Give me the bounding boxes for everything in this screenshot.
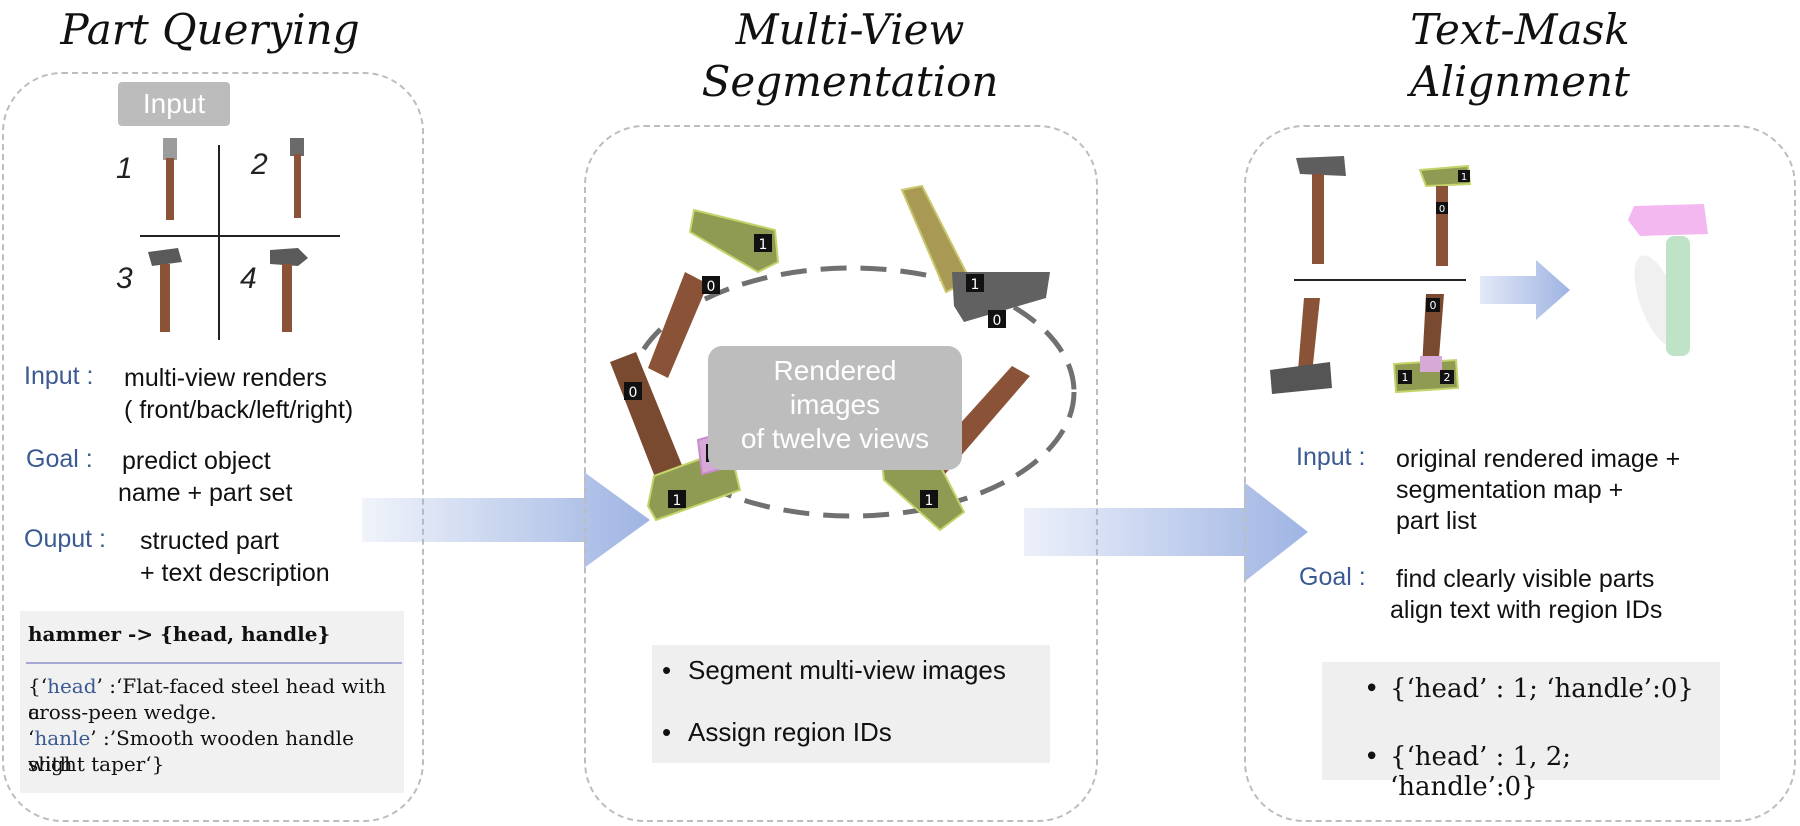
goal-label: Goal : [26, 445, 93, 473]
goal-value-line-1: predict object [122, 447, 271, 475]
part-querying-title: Part Querying [60, 5, 360, 54]
view-number-1: 1 [116, 152, 133, 185]
json-handle-line: ‘hanle’ :’Smooth wooden handle with [28, 726, 354, 776]
text-mask-panel [1244, 125, 1796, 822]
region-id-label: 1 [1461, 172, 1467, 183]
part-querying-panel [2, 72, 424, 822]
multi-view-title-line-1: Multi-View [735, 5, 965, 54]
text-mask-title-line-1: Text-Mask [1410, 5, 1630, 54]
json-output-box: hammer -> {head, handle} {‘head’ :‘Flat-… [20, 611, 404, 793]
multi-view-title-line-2: Segmentation [701, 57, 999, 106]
view-number-3: 3 [116, 262, 133, 295]
view-number-2: 2 [251, 148, 268, 181]
arrow-right-icon [1024, 482, 1308, 582]
region-id-label: 1 [971, 277, 980, 293]
input-value-line-2: ( front/back/left/right) [124, 396, 354, 424]
alignment-results-box: {‘head’ : 1; ‘handle’:0} {‘head’ : 1, 2;… [1322, 662, 1720, 802]
input-value-line-1: multi-view renders [124, 364, 327, 392]
json-head-line-2: cross-peen wedge. [28, 700, 217, 724]
hammer-icon [163, 138, 177, 220]
goal-value-line-2: name + part set [118, 479, 293, 507]
arrow-right-icon [1480, 260, 1570, 320]
segmentation-steps-box: Segment multi-view images Assign region … [652, 645, 1050, 763]
region-id-label: 1 [673, 493, 682, 509]
output-value-line-2: + text description [140, 559, 330, 587]
input-tag: Input [118, 82, 230, 126]
hammer-icon: 1 0 [900, 184, 1050, 329]
multi-view-panel [584, 125, 1098, 822]
region-id-label: 0 [707, 279, 716, 295]
hammer-icon [148, 248, 182, 332]
json-summary-line: hammer -> {head, handle} [28, 622, 331, 646]
region-id-label: 2 [1444, 371, 1451, 384]
alignment-input-line-2: segmentation map + [1396, 476, 1624, 504]
region-id-label: 1 [759, 237, 768, 253]
alignment-input-label: Input : [1296, 443, 1366, 471]
hammer-icon: 1 0 [648, 208, 780, 378]
step-item: Assign region IDs [662, 717, 892, 748]
alignment-goal-line-2: align text with region IDs [1390, 596, 1663, 624]
output-value-line-1: structed part [140, 527, 279, 555]
region-id-label: 1 [925, 493, 934, 509]
region-id-label: 0 [629, 385, 638, 401]
hammer-icon [1628, 204, 1708, 356]
json-divider [26, 662, 402, 664]
region-id-label: 0 [1439, 204, 1445, 215]
hammer-icon: 1 0 [1418, 164, 1472, 266]
input-label: Input : [24, 362, 94, 390]
step-item: Segment multi-view images [662, 655, 1006, 686]
view-number-4: 4 [240, 262, 257, 295]
json-handle-line-2: slight taper‘} [28, 752, 165, 776]
arrow-right-icon [362, 472, 650, 568]
view-grid [140, 138, 340, 340]
alignment-input-line-1: original rendered image + [1396, 445, 1681, 473]
json-head-line: {‘head’ :‘Flat-faced steel head with a [28, 674, 386, 724]
hammer-icon [290, 138, 304, 218]
alignment-input-line-3: part list [1396, 507, 1477, 535]
hammer-icon [1270, 298, 1332, 394]
output-label: Ouput : [24, 525, 106, 553]
text-mask-views: 1 0 0 1 2 [1270, 156, 1472, 394]
text-mask-title-line-2: Alignment [1410, 57, 1630, 106]
alignment-goal-line-1: find clearly visible parts [1396, 565, 1655, 593]
alignment-goal-label: Goal : [1299, 563, 1366, 591]
hammer-icon: 0 1 2 [1392, 294, 1460, 394]
result-item: {‘head’ : 1, 2; ‘handle’:0} [1364, 742, 1720, 802]
rendered-images-label: Rendered images of twelve views [708, 346, 962, 470]
region-id-label: 0 [993, 313, 1002, 329]
hammer-icon [1296, 156, 1346, 264]
region-id-label: 0 [1430, 299, 1437, 312]
hammer-icon [270, 248, 308, 332]
result-item: {‘head’ : 1; ‘handle’:0} [1364, 674, 1694, 704]
multi-view-diagram: 1 0 1 0 0 2 1 0 1 [610, 184, 1077, 532]
region-id-label: 1 [1402, 371, 1409, 384]
